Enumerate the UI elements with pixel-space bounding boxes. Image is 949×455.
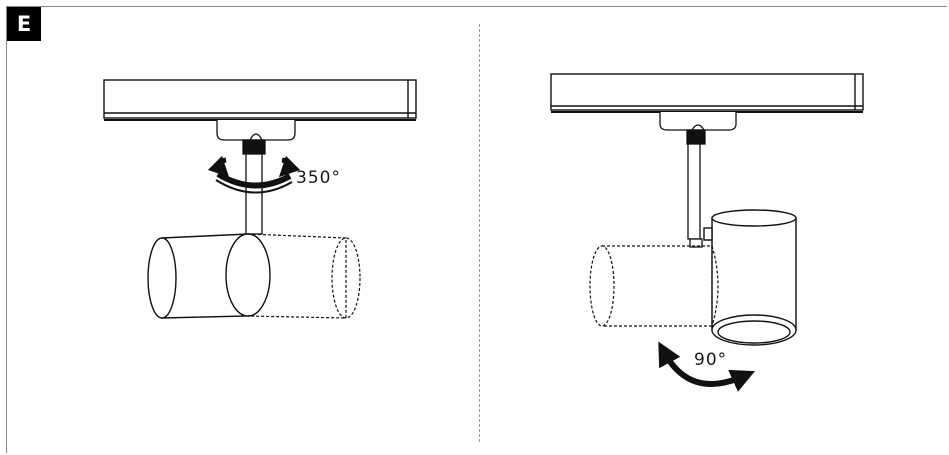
left-track-rail xyxy=(103,79,417,121)
figure-frame xyxy=(6,6,947,453)
rotation-angle-label: 350° xyxy=(296,168,341,188)
section-badge: E xyxy=(7,7,41,41)
rotation-arrows xyxy=(207,155,301,194)
right-adapter xyxy=(659,112,737,145)
right-spot-solid xyxy=(703,209,797,346)
left-adapter xyxy=(216,120,296,155)
left-stem xyxy=(245,153,263,235)
left-spot-solid xyxy=(147,233,271,319)
left-spot-ghost xyxy=(247,233,361,319)
tilt-arrow xyxy=(658,341,755,392)
right-spot-ghost xyxy=(589,245,719,327)
panel-divider xyxy=(479,24,480,442)
tilt-angle-label: 90° xyxy=(694,350,728,370)
right-stem xyxy=(687,143,703,248)
right-track-rail xyxy=(550,73,864,113)
